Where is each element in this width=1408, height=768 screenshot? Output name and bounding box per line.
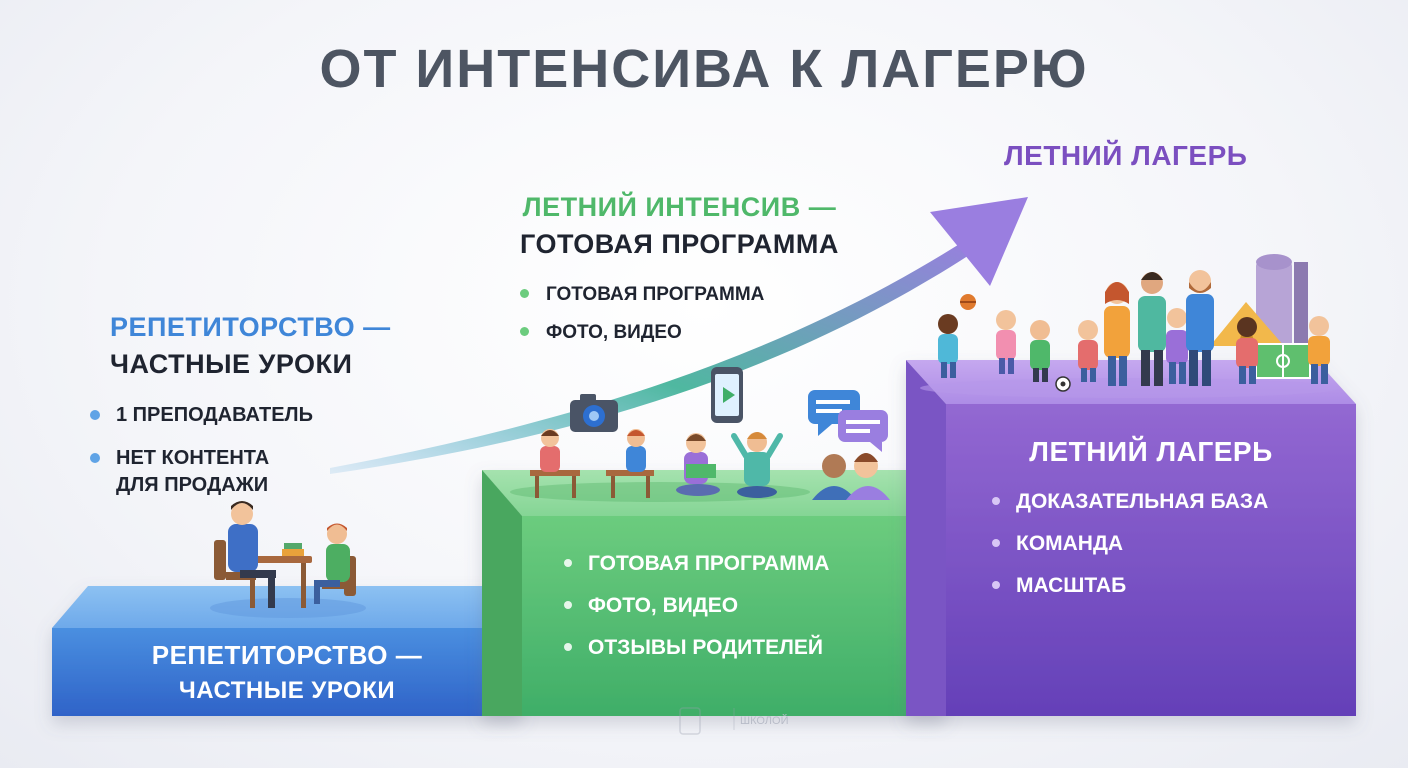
tutoring-bullets: 1 ПРЕПОДАВАТЕЛЬ НЕТ КОНТЕНТА ДЛЯ ПРОДАЖИ — [90, 404, 313, 497]
smartphone-play-icon — [711, 367, 743, 423]
chat-bubbles-icon — [808, 390, 888, 452]
list-item: ДОКАЗАТЕЛЬНАЯ БАЗА — [992, 490, 1268, 514]
tutoring-heading-line1: РЕПЕТИТОРСТВО — — [110, 312, 391, 342]
page-title: ОТ ИНТЕНСИВА К ЛАГЕРЮ — [319, 39, 1089, 99]
basketball-icon — [960, 294, 976, 310]
tutoring-illustration — [210, 501, 366, 618]
bullet-dot-icon — [520, 289, 529, 298]
step-camp-bullets: ДОКАЗАТЕЛЬНАЯ БАЗА КОМАНДА МАСШТАБ — [992, 490, 1268, 616]
list-item: 1 ПРЕПОДАВАТЕЛЬ — [90, 404, 313, 427]
step-tutoring-label: РЕПЕТИТОРСТВО — ЧАСТНЫЕ УРОКИ — [52, 640, 522, 705]
soccer-field-icon — [1255, 343, 1311, 379]
list-item: ОТЗЫВЫ РОДИТЕЛЕЙ — [564, 636, 829, 660]
bullet-dot-icon — [992, 539, 1000, 547]
list-item: МАСШТАБ — [992, 574, 1268, 598]
step-camp-title: ЛЕТНИЙ ЛАГЕРЬ — [1029, 436, 1273, 467]
camera-icon — [570, 394, 618, 432]
bullet-dot-icon — [564, 643, 572, 651]
bullet-dot-icon — [90, 453, 100, 463]
soccer-ball-icon — [1055, 376, 1071, 392]
intensive-heading-line2: ГОТОВАЯ ПРОГРАММА — [520, 229, 839, 259]
tutoring-heading-line2: ЧАСТНЫЕ УРОКИ — [110, 349, 353, 379]
list-item: ФОТО, ВИДЕО — [520, 322, 764, 344]
bullet-dot-icon — [564, 559, 572, 567]
bullet-dot-icon — [90, 410, 100, 420]
list-item: ГОТОВАЯ ПРОГРАММА — [520, 284, 764, 306]
bullet-dot-icon — [992, 581, 1000, 589]
step-intensive — [482, 470, 946, 716]
list-item: ФОТО, ВИДЕО — [564, 594, 829, 618]
list-item: ГОТОВАЯ ПРОГРАММА — [564, 552, 829, 576]
watermark-logo-icon — [679, 707, 735, 735]
step-intensive-bullets: ГОТОВАЯ ПРОГРАММА ФОТО, ВИДЕО ОТЗЫВЫ РОД… — [564, 552, 829, 678]
intensive-heading-line1: ЛЕТНИЙ ИНТЕНСИВ — — [522, 192, 837, 222]
tutoring-heading: РЕПЕТИТОРСТВО — ЧАСТНЫЕ УРОКИ — [110, 312, 391, 380]
bullet-dot-icon — [564, 601, 572, 609]
list-item: КОМАНДА — [992, 532, 1268, 556]
bullet-dot-icon — [992, 497, 1000, 505]
intensive-heading: ЛЕТНИЙ ИНТЕНСИВ — ГОТОВАЯ ПРОГРАММА — [520, 192, 839, 260]
step-tutoring-line2: ЧАСТНЫЕ УРОКИ — [178, 677, 396, 704]
camp-illustration — [920, 254, 1340, 398]
list-item: ДЛЯ ПРОДАЖИ — [116, 474, 269, 496]
step-tutoring-line1: РЕПЕТИТОРСТВО — — [151, 640, 423, 670]
bullet-dot-icon — [520, 327, 529, 336]
list-item: НЕТ КОНТЕНТА — [90, 447, 313, 470]
growth-arrow-icon — [330, 197, 1028, 474]
intensive-illustration — [510, 367, 890, 502]
intensive-bullets: ГОТОВАЯ ПРОГРАММА ФОТО, ВИДЕО — [520, 284, 764, 344]
watermark-text: ШКОЛОЙ — [740, 715, 789, 727]
camp-heading: ЛЕТНИЙ ЛАГЕРЬ — [1004, 140, 1248, 171]
